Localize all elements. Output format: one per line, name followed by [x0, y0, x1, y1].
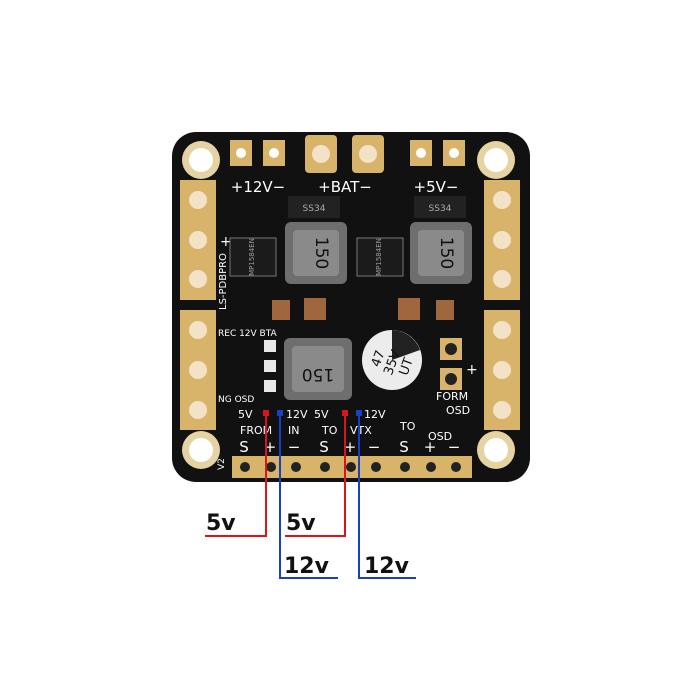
annotation-lines: [205, 413, 416, 579]
to-osd-label: TO: [399, 420, 416, 433]
rec-label: REC 12V BTA: [218, 329, 278, 339]
annotation-5v-left: 5v: [206, 511, 236, 536]
pin-5v-b: 5V: [314, 408, 329, 421]
form-label: FORM: [436, 390, 468, 403]
annotation-12v-right: 12v: [364, 554, 410, 579]
pcb-board: [172, 132, 530, 482]
label-bat: +BAT−: [318, 178, 372, 196]
vtx-label: VTX: [350, 424, 372, 437]
inductor-1-label: 150: [311, 237, 331, 269]
annotation-12v-left: 12v: [284, 554, 330, 579]
smd-caps: [264, 298, 454, 392]
cap-line1: 47: [369, 348, 389, 369]
ngosd-label: NG OSD: [218, 395, 254, 405]
svg-text:−: −: [448, 438, 461, 456]
label-12v: +12V−: [231, 178, 286, 196]
svg-text:−: −: [368, 438, 381, 456]
ic-1-label: MP1584EN: [248, 238, 256, 276]
inductor-2-label: 150: [436, 237, 456, 269]
osd-label: OSD: [428, 430, 452, 443]
diode-2: SS34: [429, 204, 452, 214]
in-label: IN: [288, 424, 299, 437]
to-label: TO: [321, 424, 338, 437]
svg-text:S: S: [239, 438, 249, 456]
svg-text:S: S: [399, 438, 409, 456]
svg-text:−: −: [288, 438, 301, 456]
mount-holes: [182, 141, 515, 469]
svg-text:S: S: [319, 438, 329, 456]
pin-12v-a: 12V: [286, 408, 308, 421]
right-pads: [484, 180, 520, 430]
svg-text:+: +: [344, 438, 357, 456]
plus-left: +: [220, 234, 232, 250]
label-5v: +5V−: [414, 178, 459, 196]
side-text: LS-PDBPRO: [218, 253, 229, 310]
inductor-3-label: 150: [302, 364, 334, 384]
diode-1: SS34: [303, 204, 326, 214]
svg-text:+: +: [424, 438, 437, 456]
pin-12v-b: 12V: [364, 408, 386, 421]
plus-right: +: [466, 362, 478, 378]
inductors: [284, 222, 472, 400]
form-osd: OSD: [446, 404, 470, 417]
v2-label: V2: [217, 458, 227, 470]
pin-symbol-row: S + − S + − S + −: [239, 438, 460, 456]
annotation-5v-right: 5v: [286, 511, 316, 536]
from-label: FROM: [240, 424, 272, 437]
cap-line3: UT: [397, 356, 417, 378]
left-pads: [180, 180, 216, 430]
ic-2-label: MP1584EN: [375, 238, 383, 276]
pin-5v-a: 5V: [238, 408, 253, 421]
bottom-pads: [232, 456, 472, 478]
ic-chips: [229, 237, 404, 277]
